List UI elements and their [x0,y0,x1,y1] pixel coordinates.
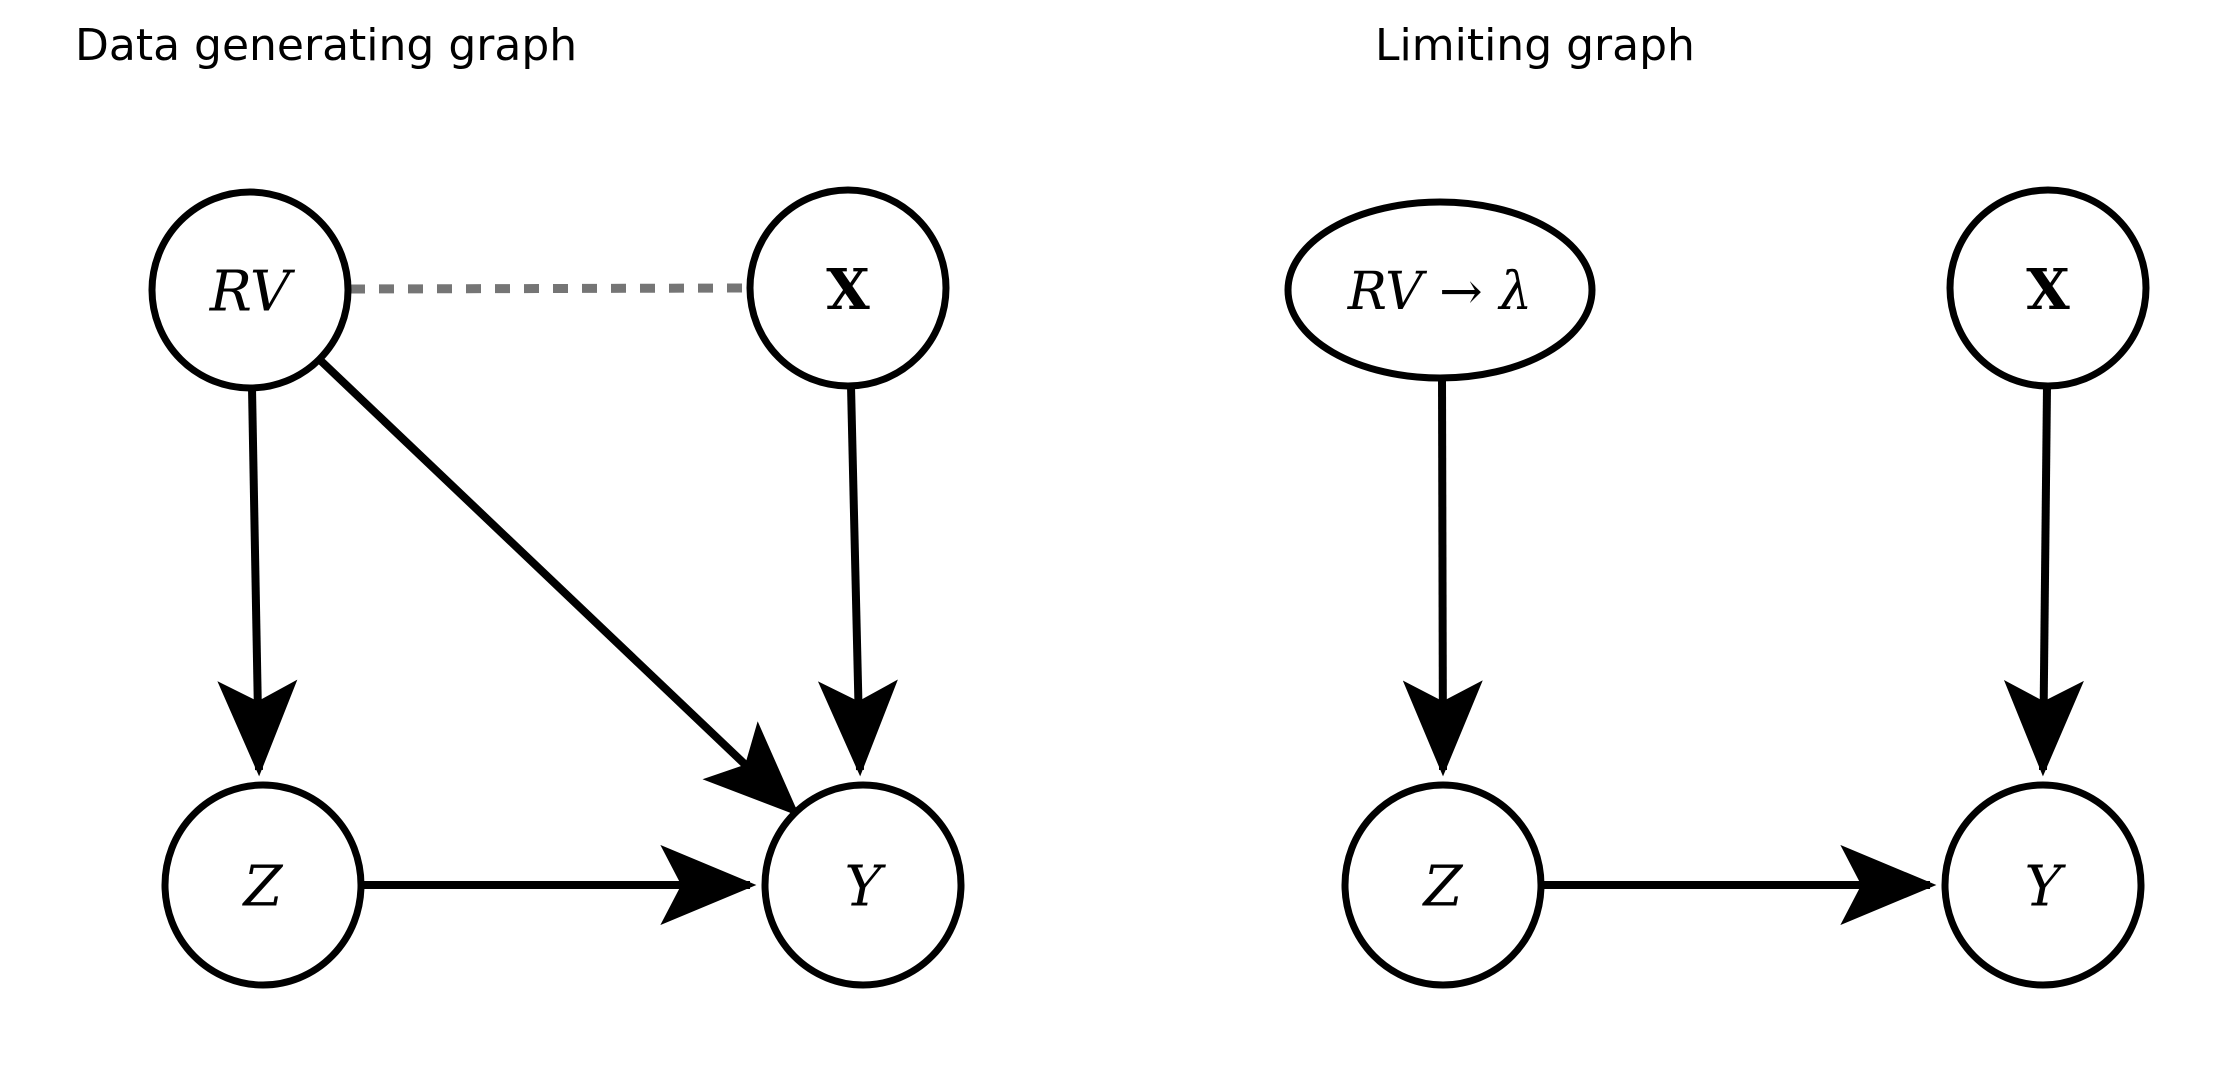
node-rv-label: RV [209,260,296,325]
node-rv-lambda-label: RV → λ [1347,262,1532,322]
edge-x-to-y [817,385,898,777]
edge-rvlambda-to-z [1402,377,1483,777]
edge-x2-to-y2 [2003,385,2084,777]
panel-title-data-generating-graph: Data generating graph [75,20,577,71]
node-y-shape[interactable] [761,781,965,989]
panel-title-limiting-graph: Limiting graph [1375,20,1695,71]
node-x[interactable]: X [746,186,950,390]
node-x-shape[interactable] [746,186,950,390]
node-y-label: Y [845,855,887,920]
node-z[interactable]: Z [161,781,365,989]
node-z-limiting[interactable]: Z [1341,781,1545,989]
edge-group-left [217,283,898,925]
node-rv-shape[interactable] [148,188,352,392]
node-rv[interactable]: RV [148,188,352,392]
edge-rv-x-dashed [349,283,749,294]
node-y[interactable]: Y [761,781,965,989]
node-x-limiting[interactable]: X [1946,186,2150,390]
node-rv-lambda-shape[interactable] [1284,198,1596,382]
node-y-limiting-shape[interactable] [1941,781,2145,989]
panel-data-generating-graph: Data generating graph RV X Z [75,20,965,989]
edge-rv-to-y [317,357,800,817]
node-y-limiting[interactable]: Y [1941,781,2145,989]
edge-group-right [1402,377,2084,925]
panel-limiting-graph: Limiting graph RV → λ X Z Y [1284,20,2150,989]
node-x-label: X [826,257,870,323]
edge-rv-to-z [217,387,298,777]
node-z-label: Z [242,855,284,920]
node-z-limiting-shape[interactable] [1341,781,1545,989]
node-x-limiting-shape[interactable] [1946,186,2150,390]
node-y-limiting-label: Y [2025,855,2067,920]
node-z-shape[interactable] [161,781,365,989]
node-rv-lambda[interactable]: RV → λ [1284,198,1596,382]
node-z-limiting-label: Z [1422,855,1464,920]
node-x-limiting-label: X [2026,257,2070,323]
